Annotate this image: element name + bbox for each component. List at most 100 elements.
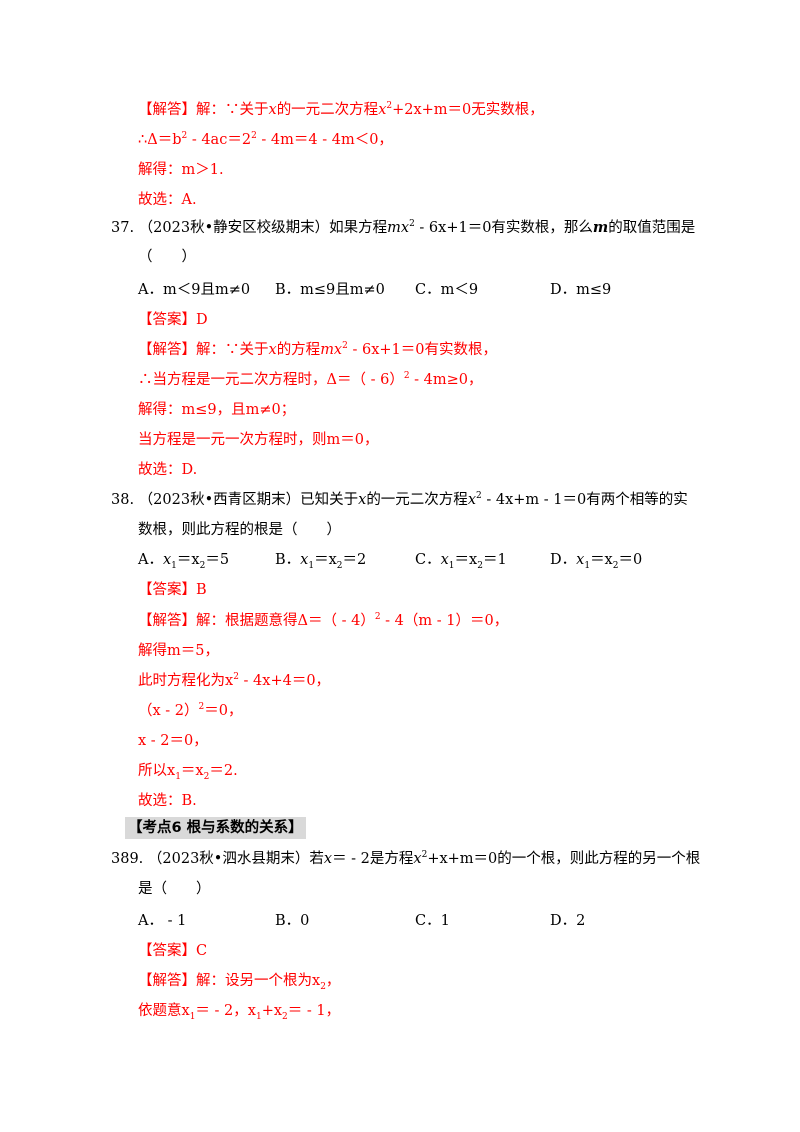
text: - 6x+1＝0有实数根，那么 [414, 220, 593, 236]
q389-stem-line2: 是（ ） [138, 881, 211, 897]
superscript: 2 [421, 850, 428, 861]
text: （x - 2） [138, 703, 199, 719]
text: ＝x [590, 552, 613, 568]
text: x [378, 102, 387, 118]
text: - 4（m - 1）＝0， [380, 613, 509, 629]
q37-solution-line3: 解得：m≤9，且m≠0； [138, 402, 296, 418]
q37-option-a: A．m＜9且m≠0 [138, 282, 251, 298]
q38-solution-line4: （x - 2）2＝0， [138, 701, 243, 721]
q36-solution-line1: 【解答】解：∵关于x的一元二次方程x2+2x+m＝0无实数根， [138, 100, 544, 120]
text: ∴Δ＝b [138, 132, 182, 148]
text: D． [550, 552, 577, 568]
q37-option-b: B．m≤9且m≠0 [275, 282, 385, 298]
subscript: 1 [584, 560, 591, 571]
section-heading: 【考点6 根与系数的关系】 [125, 817, 306, 839]
superscript: 2 [342, 341, 348, 352]
subscript: 1 [308, 560, 315, 571]
superscript: 2 [251, 131, 257, 142]
text: - 6x+1＝0有实数根， [347, 342, 497, 358]
subscript: 2 [320, 981, 326, 992]
text: ＝x [314, 552, 337, 568]
text: ＝ - 1， [287, 1003, 341, 1019]
superscript: 2 [233, 672, 239, 683]
subscript: 2 [612, 560, 619, 571]
text: - 4m≥0， [409, 372, 483, 388]
text: 【解答】解：设另一个根为x [138, 973, 321, 989]
q37-answer: 【答案】D [138, 312, 208, 328]
q36-solution-line4: 故选：A. [138, 192, 197, 208]
superscript: 2 [198, 702, 205, 713]
q389-answer: 【答案】C [138, 943, 208, 959]
q37-solution-line5: 故选：D. [138, 462, 198, 478]
text: ＝ - 2，x [195, 1003, 256, 1019]
text: - 4x+m - 1＝0有两个相等的实 [481, 492, 688, 508]
q38-answer: 【答案】B [138, 582, 207, 598]
text: ∴当方程是一元二次方程时，Δ＝（ - 6） [138, 372, 404, 388]
text: ， [325, 973, 341, 989]
subscript: 2 [336, 560, 343, 571]
text: （2023秋•泗水县期末）若 [147, 851, 324, 867]
q38-solution-line6: 所以x1＝x2＝2. [138, 761, 238, 781]
q38-stem-line2: 数根，则此方程的根是（ ） [138, 522, 341, 538]
q389-stem: 389. （2023秋•泗水县期末）若x＝ - 2是方程x2+x+m＝0的一个根… [111, 849, 700, 869]
text: B． [275, 552, 301, 568]
text: mx [320, 342, 343, 358]
text: 的一元二次方程 [276, 102, 379, 118]
text: （2023秋•静安区校级期末）如果方程 [138, 220, 388, 236]
q389-option-c: C．1 [415, 913, 450, 929]
q389-solution-line1: 【解答】解：设另一个根为x2， [138, 971, 340, 991]
text: x [268, 102, 277, 118]
text: C． [415, 552, 441, 568]
superscript: 2 [386, 101, 393, 112]
text: ＝2 [342, 552, 367, 568]
text: x [323, 851, 333, 867]
text: +x+m＝0的一个根，则此方程的另一个根 [427, 851, 701, 867]
text: 依题意x [138, 1003, 190, 1019]
text: x [413, 851, 422, 867]
text: 【解答】解：根据题意得Δ＝（ - 4） [138, 613, 375, 629]
text: ＝x [454, 552, 478, 568]
text: ＝ - 2是方程 [332, 851, 414, 867]
q38-solution-line3: 此时方程化为x2 - 4x+4＝0， [138, 671, 330, 691]
q389-solution-line2: 依题意x1＝ - 2，x1+x2＝ - 1， [138, 1001, 340, 1021]
question-number: 37. [111, 220, 135, 236]
text: 【解答】解：∵关于 [138, 102, 269, 118]
q37-solution-line1: 【解答】解：∵关于x的方程mx2 - 6x+1＝0有实数根， [138, 340, 497, 360]
q38-option-b: B．x1＝x2＝2 [275, 550, 366, 570]
q38-solution-line2: 解得m＝5， [138, 643, 219, 659]
q38-option-c: C．x1＝x2＝1 [415, 550, 507, 570]
q38-stem: 38. （2023秋•西青区期末）已知关于x的一元二次方程x2 - 4x+m -… [111, 490, 688, 510]
text: x [440, 552, 449, 568]
q389-option-d: D．2 [550, 913, 586, 929]
question-number: 389. [111, 851, 144, 867]
subscript: 2 [203, 771, 210, 782]
q36-solution-line2: ∴Δ＝b2 - 4ac＝22 - 4m＝4 - 4m＜0， [138, 130, 393, 150]
superscript: 2 [374, 612, 381, 623]
q37-option-c: C．m＜9 [415, 282, 479, 298]
q38-solution-line5: x - 2＝0， [138, 733, 208, 749]
text: 【解答】解：∵关于 [138, 342, 269, 358]
text: A． [138, 552, 163, 568]
text: ＝2. [209, 763, 238, 779]
subscript: 1 [189, 1011, 196, 1022]
subscript: 2 [199, 560, 206, 571]
text: 此时方程化为x [138, 673, 234, 689]
text: +2x+m＝0无实数根， [392, 102, 544, 118]
q38-option-d: D．x1＝x2＝0 [550, 550, 642, 570]
text: 的方程 [276, 342, 321, 358]
text: 的一元二次方程 [366, 492, 468, 508]
q37-stem-paren: （ ） [138, 249, 196, 265]
text: ＝x [176, 552, 200, 568]
subscript: 2 [477, 560, 483, 571]
text: ＝1 [482, 552, 507, 568]
subscript: 2 [282, 1011, 288, 1022]
text: x [268, 342, 277, 358]
text: +x [261, 1003, 283, 1019]
q389-option-b: B．0 [275, 913, 310, 929]
text: x [300, 552, 309, 568]
text: x [467, 492, 476, 508]
q38-solution-line7: 故选：B. [138, 793, 197, 809]
superscript: 2 [476, 491, 482, 502]
text: 的取值范围是 [608, 220, 696, 236]
